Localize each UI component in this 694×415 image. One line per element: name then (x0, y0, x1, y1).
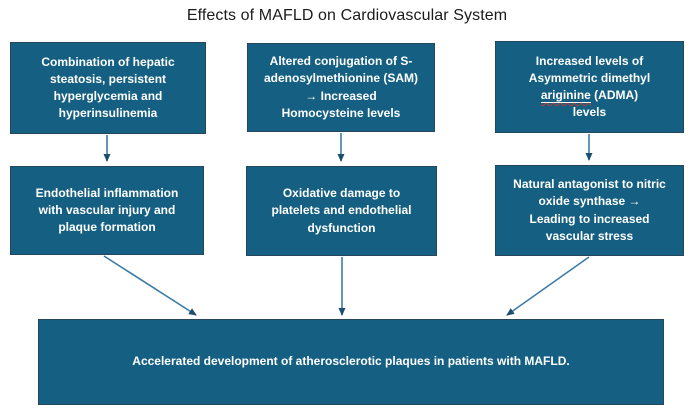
box-nitric-oxide-antagonist: Natural antagonist to nitric oxide synth… (495, 165, 684, 256)
box-text-hepatic: Combination of hepatic steatosis, persis… (41, 54, 175, 121)
arrow-nitric-to-outcome (506, 256, 590, 316)
box-text-sam: Altered conjugation of S- adenosylmethio… (263, 54, 418, 120)
box-text-endothelial: Endothelial inflammation with vascular i… (35, 185, 179, 235)
arrow-endothelial-to-outcome (103, 255, 197, 316)
adma-text-after: (ADMA) levels (572, 88, 639, 120)
box-outcome-atherosclerosis: Accelerated development of atherosclerot… (38, 319, 664, 405)
box-hepatic-steatosis: Combination of hepatic steatosis, persis… (10, 42, 206, 134)
box-text-nitric: Natural antagonist to nitric oxide synth… (513, 177, 666, 243)
box-oxidative-damage: Oxidative damage to platelets and endoth… (246, 166, 437, 256)
box-sam-conjugation: Altered conjugation of S- adenosylmethio… (247, 43, 435, 132)
page-title: Effects of MAFLD on Cardiovascular Syste… (186, 7, 508, 24)
box-text-oxidative: Oxidative damage to platelets and endoth… (271, 186, 412, 235)
adma-misspelled-word: ariginine (540, 88, 591, 103)
box-adma-levels: Increased levels of Asymmetric dimethyl … (495, 41, 684, 133)
box-text-adma: Increased levels of Asymmetric dimethyl … (523, 51, 656, 123)
box-text-outcome: Accelerated development of atherosclerot… (132, 354, 570, 369)
adma-text-before: Increased levels of Asymmetric dimethyl (528, 53, 651, 85)
box-endothelial-inflammation: Endothelial inflammation with vascular i… (10, 166, 204, 255)
